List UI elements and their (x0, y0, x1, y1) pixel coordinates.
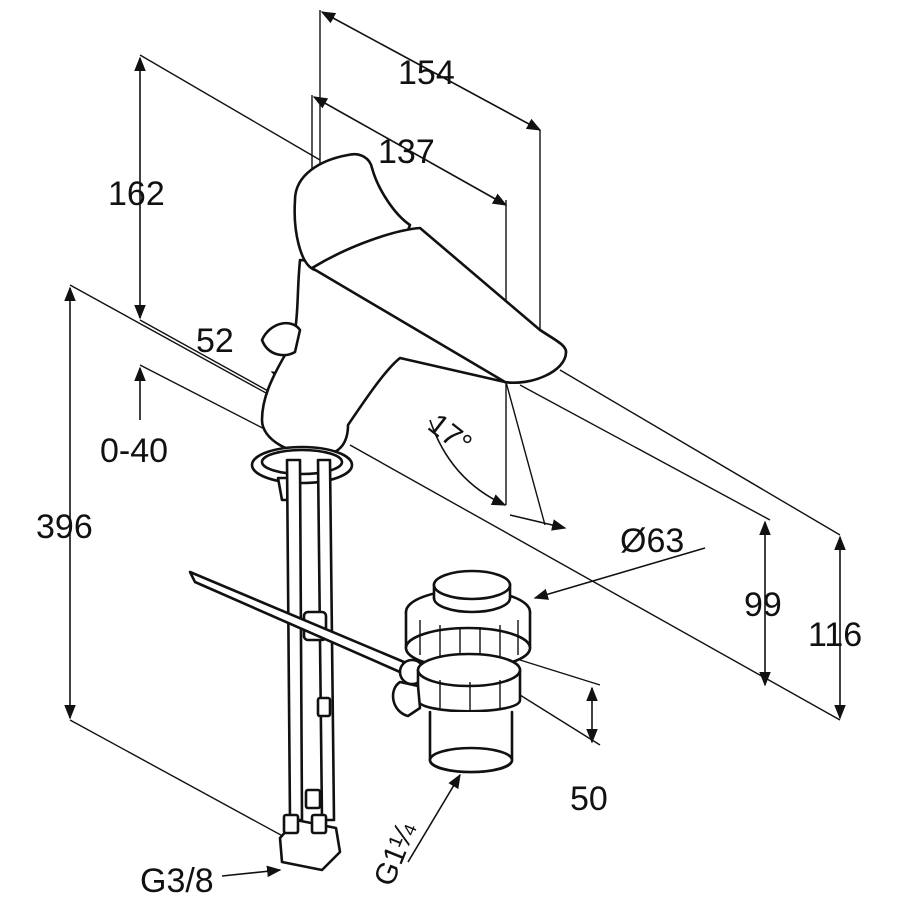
waste-fitting (391, 569, 532, 774)
dim-396: 396 (36, 508, 93, 546)
faucet-body (260, 152, 568, 457)
dim-162: 162 (108, 175, 165, 213)
pop-up-rod (188, 570, 426, 686)
supply-hoses (278, 458, 342, 872)
mounting-ring (250, 445, 354, 502)
dim-50: 50 (570, 780, 608, 818)
dimension-lines (64, 11, 846, 878)
dim-diameter-63: Ø63 (620, 522, 684, 560)
dim-17-degrees: 17° (422, 408, 478, 462)
dim-g1-1-4: G1¼ (368, 817, 423, 891)
dim-99: 99 (744, 586, 782, 624)
dim-116: 116 (808, 616, 862, 654)
dim-154: 154 (398, 54, 455, 92)
dimension-labels: 154 137 162 52 0-40 396 17° Ø63 99 116 5… (36, 54, 862, 900)
dim-0-40: 0-40 (100, 432, 168, 470)
extension-lines (69, 10, 841, 841)
dim-137: 137 (378, 133, 435, 171)
dim-g3-8: G3/8 (140, 862, 214, 900)
dim-52: 52 (196, 322, 234, 360)
